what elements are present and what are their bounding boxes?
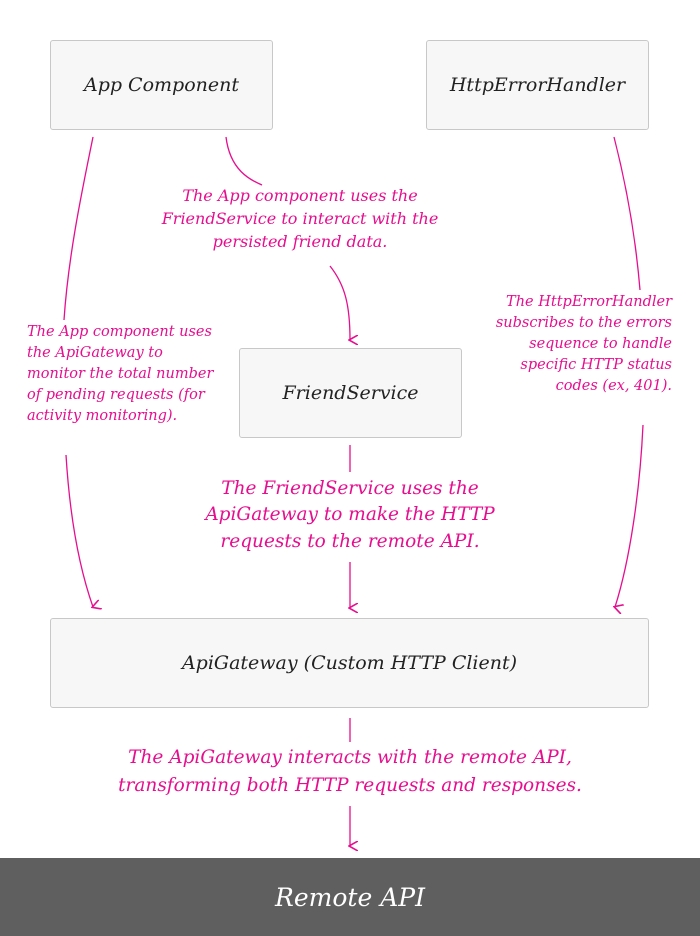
note-line: FriendService to interact with the: [161, 209, 439, 229]
note-line: The App component uses the: [182, 186, 418, 205]
note-line: sequence to handle: [529, 336, 672, 353]
note-friend-to-gateway: The FriendService uses the ApiGateway to…: [170, 476, 530, 555]
arrow-app-to-friendservice: [225, 136, 263, 186]
note-line: codes (ex, 401).: [555, 378, 672, 395]
note-gateway-to-remote: The ApiGateway interacts with the remote…: [90, 744, 610, 800]
note-app-to-friendservice: The App component uses the FriendService…: [150, 184, 450, 254]
note-line: transforming both HTTP requests and resp…: [118, 774, 582, 796]
note-line: subscribes to the errors: [495, 315, 672, 332]
arrow-app-to-gateway-top: [63, 136, 94, 321]
note-line: activity monitoring).: [27, 408, 178, 425]
friend-service-label: FriendService: [282, 382, 419, 404]
note-line: The ApiGateway interacts with the remote…: [128, 747, 572, 768]
note-line: The FriendService uses the: [221, 478, 479, 499]
app-component-label: App Component: [83, 74, 240, 96]
remote-api-node: Remote API: [0, 858, 700, 936]
note-line: The HttpErrorHandler: [506, 294, 672, 310]
app-component-node: App Component: [50, 40, 273, 130]
note-line: persisted friend data.: [212, 232, 388, 252]
api-gateway-node: ApiGateway (Custom HTTP Client): [50, 618, 649, 708]
note-line: The App component uses: [27, 324, 212, 340]
note-line: the ApiGateway to: [27, 345, 163, 362]
note-line: of pending requests (for: [27, 387, 205, 404]
friend-service-node: FriendService: [239, 348, 462, 438]
http-error-handler-label: HttpErrorHandler: [449, 74, 626, 96]
http-error-handler-node: HttpErrorHandler: [426, 40, 649, 130]
note-line: monitor the total number: [27, 366, 214, 383]
note-handler-to-gateway: The HttpErrorHandler subscribes to the e…: [478, 292, 672, 397]
arrow-handler-to-gateway-top: [613, 136, 641, 291]
note-app-to-gateway: The App component uses the ApiGateway to…: [27, 322, 227, 427]
note-line: specific HTTP status: [520, 357, 672, 374]
note-line: requests to the remote API.: [220, 530, 480, 552]
arrow-handler-to-gateway-bottom: [615, 424, 644, 607]
api-gateway-label: ApiGateway (Custom HTTP Client): [181, 652, 518, 674]
arrow-app-to-friendservice-tail: [329, 265, 350, 340]
note-line: ApiGateway to make the HTTP: [205, 504, 495, 526]
remote-api-label: Remote API: [275, 882, 425, 912]
arrow-app-to-gateway-bottom: [65, 454, 93, 607]
